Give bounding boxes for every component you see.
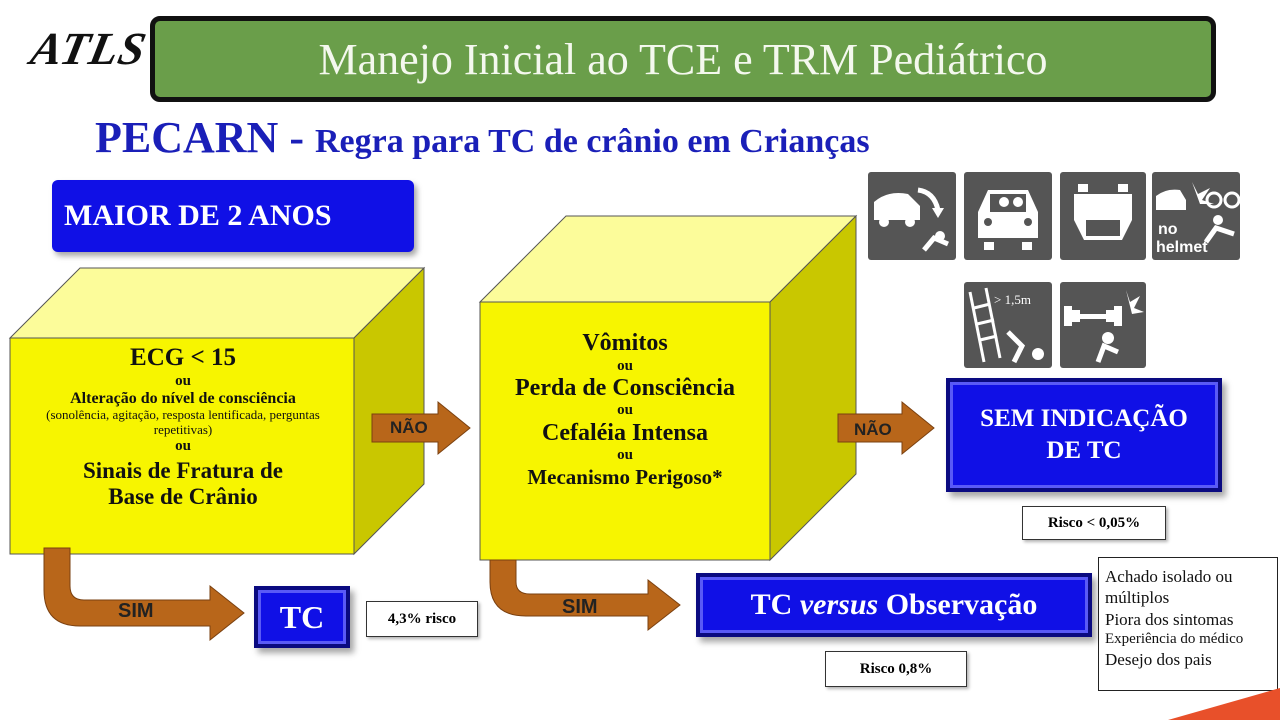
box1-line1: ECG < 15 <box>130 344 236 371</box>
cube1-top <box>8 267 426 339</box>
corner-decoration <box>1168 688 1280 720</box>
side-note-line-3: Piora dos sintomas <box>1105 609 1234 629</box>
cube2-text: Vômitos ou Perda de Consciência ou Cefal… <box>484 330 766 489</box>
side-note-line-2: múltiplos <box>1105 588 1170 608</box>
box1-line4: Base de Crânio <box>108 483 258 509</box>
fall-from-height-icon: > 1,5m <box>964 282 1052 368</box>
ct-vs-obs-post: Observação <box>878 588 1038 621</box>
side-note-box: Achado isolado ou múltiplos Piora dos si… <box>1098 557 1278 691</box>
car-rollover-icon <box>1060 172 1146 260</box>
helmet-label-2: helmet <box>1156 239 1208 256</box>
box1-line3: Sinais de Fratura de <box>83 457 283 483</box>
box1-detail: (sonolência, agitação, resposta lentific… <box>46 407 320 438</box>
box2-line3: Cefaléia Intensa <box>542 419 708 446</box>
subtitle-main: PECARN - <box>95 113 315 162</box>
arrow-yes-2-label: SIM <box>562 596 598 618</box>
box2-line1: Vômitos <box>582 330 668 356</box>
high-impact-object-icon <box>1060 282 1146 368</box>
outcome-no-ct-line2: DE TC <box>1046 437 1122 464</box>
box1-or2: ou <box>175 438 191 455</box>
arrow-yes-2 <box>489 559 681 632</box>
side-note-line-4: Experiência do médico <box>1105 630 1244 647</box>
risk-ct-vs-obs: Risco 0,8% <box>825 651 967 687</box>
box2-line4: Mecanismo Perigoso* <box>527 464 723 489</box>
box1-line2: Alteração do nível de consciência <box>70 390 296 407</box>
pedestrian-struck-icon <box>868 172 956 260</box>
outcome-ct-vs-observation: TC versus Observação <box>696 573 1092 637</box>
outcome-no-ct: SEM INDICAÇÃO DE TC <box>946 378 1222 492</box>
outcome-ct: TC <box>254 586 350 648</box>
arrow-no-1-label: NÃO <box>390 418 428 437</box>
box1-or1: ou <box>175 372 191 389</box>
box2-or3: ou <box>617 447 633 464</box>
ct-vs-obs-pre: TC <box>750 588 800 621</box>
side-note-line-5: Desejo dos pais <box>1105 649 1212 669</box>
title-banner: Manejo Inicial ao TCE e TRM Pediátrico <box>150 16 1216 102</box>
arrow-no-2 <box>837 400 935 456</box>
cube1-text: ECG < 15 ou Alteração do nível de consci… <box>18 344 348 510</box>
box2-or1: ou <box>617 357 633 374</box>
car-crash-occupant-icon <box>964 172 1052 260</box>
cube1-front <box>9 337 355 555</box>
cube2-front <box>479 301 771 561</box>
subtitle: PECARN - Regra para TC de crânio em Cria… <box>95 112 870 163</box>
box2-line2: Perda de Consciência <box>515 374 735 401</box>
risk-ct: 4,3% risco <box>366 601 478 637</box>
page-title: Manejo Inicial ao TCE e TRM Pediátrico <box>318 34 1048 84</box>
arrow-no-2-label: NÃO <box>854 420 892 439</box>
box2-or2: ou <box>617 402 633 419</box>
fall-height-label: > 1,5m <box>994 292 1031 307</box>
side-note-line-1: Achado isolado ou <box>1105 567 1233 586</box>
ct-vs-obs-italic: versus <box>799 588 879 621</box>
outcome-no-ct-line1: SEM INDICAÇÃO <box>980 404 1188 432</box>
subtitle-rest: Regra para TC de crânio em Crianças <box>314 123 870 160</box>
arrow-yes-1-label: SIM <box>118 600 154 622</box>
arrow-yes-1 <box>43 547 245 642</box>
helmet-label-1: no <box>1158 221 1178 238</box>
age-group-badge: MAIOR DE 2 ANOS <box>52 180 414 252</box>
arrow-no-1 <box>371 400 471 456</box>
risk-no-ct: Risco < 0,05% <box>1022 506 1166 540</box>
